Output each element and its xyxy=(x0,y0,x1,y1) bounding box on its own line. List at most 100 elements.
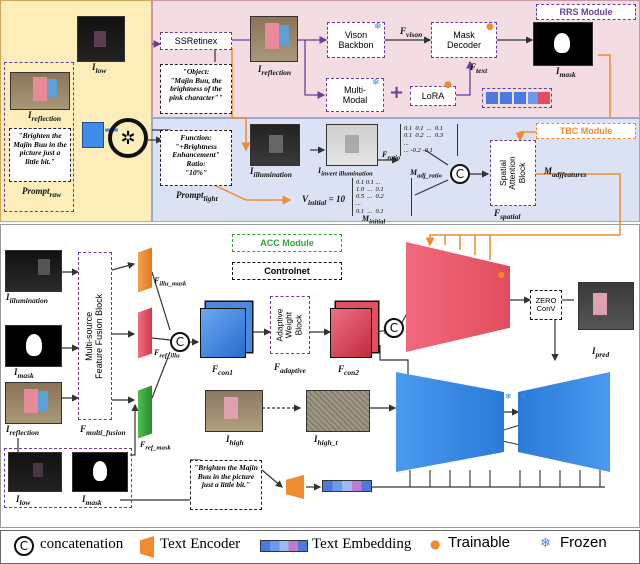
m-adjfeatures-label: Madjfeatures xyxy=(544,166,587,179)
plus-icon: + xyxy=(389,82,405,103)
trainable-icon-decoder: ● xyxy=(486,22,494,32)
concat-symbol-tbc: C xyxy=(450,164,470,184)
feature-fusion-block: Multi-source Feature Fusion Block xyxy=(78,252,112,420)
legend-text-embedding-icon xyxy=(260,540,308,552)
acc-mask-image xyxy=(5,325,62,367)
f-con2-label: Fcon2 xyxy=(338,364,360,377)
concat-symbol-acc1: C xyxy=(170,332,190,352)
high-image xyxy=(205,390,263,432)
token-1 xyxy=(486,92,498,104)
prompt-light-label: Promptlight xyxy=(176,190,218,203)
legend-frozen-label: Frozen xyxy=(560,534,607,551)
m-adj-ratio-label: Madj_ratio xyxy=(410,168,442,180)
acc-mask2-image xyxy=(72,452,128,492)
zero-conv-block: ZERO ConV xyxy=(530,290,562,320)
f-ref-mask-label: Fref_mask xyxy=(140,440,171,452)
frozen-icon-vision: ❄ xyxy=(374,22,382,32)
function-prompt-box: Function: "+Brightness Enhancement" Rati… xyxy=(160,130,232,186)
acc-i-illumination-label: Iillumination xyxy=(6,292,48,305)
acc-i-reflection-label: Ireflection xyxy=(6,424,40,437)
legend-concat-label: concatenation xyxy=(40,536,124,552)
i-reflection-label: Ireflection xyxy=(28,110,62,123)
lora-block: LoRA xyxy=(410,86,456,106)
f-ref-illu-label: Fref_illu xyxy=(154,348,180,360)
prompt-raw-label: Promptraw xyxy=(22,186,62,199)
spatial-attention-block: Spatial Attention Block xyxy=(490,140,536,206)
frozen-icon-multimodal: ❄ xyxy=(372,78,380,88)
trainable-icon-lora: ● xyxy=(444,80,452,90)
i-high-label: Ihigh xyxy=(226,434,244,447)
m-initial-label: Minitial xyxy=(362,214,386,226)
trainable-icon-encoder: ● xyxy=(498,270,505,279)
prompt-panel xyxy=(0,0,152,222)
frozen-icon-unet-decoder: ❄ xyxy=(520,392,527,401)
f-adaptive-label: Fadaptive xyxy=(274,362,306,375)
acc-i-mask2-label: Imask xyxy=(82,494,102,507)
i-reflection-mid-label: Ireflection xyxy=(258,64,292,77)
f-multi-fusion-label: Fmulti_fusion xyxy=(80,424,126,437)
token-3 xyxy=(514,92,526,104)
acc-i-low-label: Ilow xyxy=(16,494,31,507)
acc-reflection-image xyxy=(5,382,62,424)
legend-trainable-label: Trainable xyxy=(448,534,510,551)
token-4 xyxy=(528,92,540,104)
i-high-t-label: Ihigh_t xyxy=(314,434,338,447)
adaptive-weight-block: Adaptive Weight Block xyxy=(270,296,310,354)
f-con1-label: Fcon1 xyxy=(212,364,234,377)
raw-prompt-box: "Brighten the Majin Buu in the picture j… xyxy=(9,128,71,182)
text-encoder-shape xyxy=(286,475,304,499)
f-con2-cube xyxy=(330,308,372,358)
v-initial-label: Vinitial = 10 xyxy=(302,194,345,207)
f-ref-illu-feature xyxy=(138,307,152,359)
acc-low-image xyxy=(8,452,62,492)
f-spatial-label: Fspatial xyxy=(494,208,521,221)
f-illu-mask-label: Fillu_mask xyxy=(154,276,187,288)
f-illu-mask-feature xyxy=(138,247,152,293)
low-light-image xyxy=(77,16,125,62)
i-mask-label: Imask xyxy=(556,66,576,79)
acc-prompt-box: "Brighten the Majin Buu in the picture j… xyxy=(190,460,262,510)
legend-text-encoder-label: Text Encoder xyxy=(160,536,241,552)
multimodal-block: Multi- Modal xyxy=(326,78,384,112)
reflection-mid-image xyxy=(250,16,298,62)
controlnet-title: Controlnet xyxy=(232,262,342,280)
object-prompt-box: "Object: "Majin Buu, the brightness of t… xyxy=(160,64,232,114)
legend-concat-icon: C xyxy=(14,536,34,556)
i-pred-label: Ipred xyxy=(592,346,610,359)
acc-i-mask-label: Imask xyxy=(14,367,34,380)
mask-decoder-block: Mask Decoder xyxy=(431,22,497,58)
token-sequence xyxy=(482,88,552,108)
acc-module-title: ACC Module xyxy=(232,234,342,252)
tbc-module-title: TBC Module xyxy=(536,123,636,139)
ssretinex-block: SSRetinex xyxy=(160,32,232,50)
matrix-bottom: 0.1 0.1 ... 1.0 ... 0.1 0.5 ... 0.2 ... … xyxy=(352,178,412,216)
legend-text-embedding-label: Text Embedding xyxy=(312,536,412,552)
token-seg xyxy=(538,92,550,104)
reflection-image xyxy=(10,72,70,110)
concat-symbol-acc2: C xyxy=(384,318,404,338)
high-t-image xyxy=(306,390,370,432)
matrix-top: 0.1 0.1 ... 0.1 0.1 0.2 ... 0.3 ... ... … xyxy=(400,124,458,156)
mask-image xyxy=(533,22,593,66)
illumination-image xyxy=(250,124,300,166)
f-ref-mask-feature xyxy=(138,385,152,439)
vision-backbone-block: Vison Backbon xyxy=(327,22,385,58)
legend-trainable-icon: ● xyxy=(430,537,441,551)
reflection-group xyxy=(4,62,74,212)
low-mask-group xyxy=(4,448,132,508)
rrs-module-title: RRS Module xyxy=(536,4,636,20)
f-text-label: Ftext xyxy=(470,62,488,75)
legend-text-encoder-icon xyxy=(140,536,154,558)
f-vison-label: Fvison xyxy=(400,26,423,39)
acc-text-embedding xyxy=(322,480,372,492)
fusion-arrow-block xyxy=(82,122,104,148)
legend xyxy=(0,530,640,564)
i-invert-label: Iinvert illumination xyxy=(318,166,373,178)
invert-illumination-image xyxy=(326,124,378,166)
acc-illumination-image xyxy=(5,250,62,292)
i-low-label: Ilow xyxy=(92,62,107,75)
token-2 xyxy=(500,92,512,104)
f-con1-cube xyxy=(200,308,246,358)
gpt-icon: ✲ xyxy=(108,118,148,158)
